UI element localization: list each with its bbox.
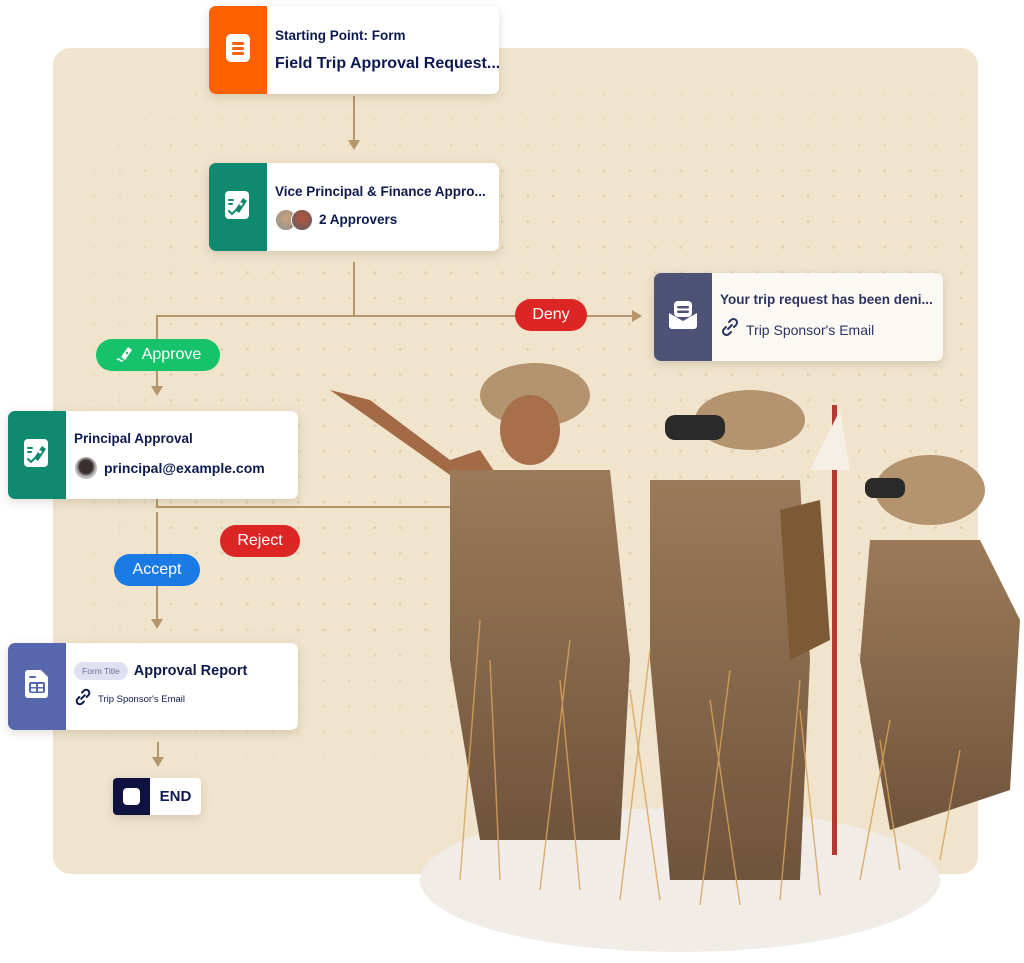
arrow-to-deny-email [632, 310, 642, 322]
approval-signature-icon [224, 189, 252, 226]
approver-avatars [275, 208, 313, 231]
connector-report-end [157, 742, 159, 758]
start-node-card[interactable]: Starting Point: Form Field Trip Approval… [209, 6, 499, 94]
link-icon [720, 317, 740, 342]
pen-nib-icon [115, 343, 135, 368]
vice-principal-approval-card[interactable]: Vice Principal & Finance Appro... 2 Appr… [209, 163, 499, 251]
stop-square-icon [123, 788, 140, 805]
reject-branch-badge[interactable]: Reject [220, 525, 300, 557]
vp-icon-panel [209, 163, 267, 251]
deny-email-title: Your trip request has been deni... [720, 292, 933, 307]
connector-vp-down [353, 262, 355, 316]
connector-principal-reject [156, 498, 158, 508]
arrow-to-principal [151, 386, 163, 396]
principal-icon-panel [8, 411, 66, 499]
approve-branch-badge[interactable]: Approve [96, 339, 220, 371]
arrow-to-vp [348, 140, 360, 150]
link-icon [74, 688, 92, 711]
avatar [291, 208, 313, 231]
approval-signature-icon [23, 437, 51, 474]
vp-node-title: Vice Principal & Finance Appro... [275, 183, 486, 199]
start-node-title: Field Trip Approval Request... [275, 54, 499, 72]
arrow-to-report [151, 619, 163, 629]
end-label: END [159, 788, 192, 805]
approval-report-card[interactable]: Form Title Approval Report Trip Sponsor'… [8, 643, 298, 730]
scouts-photo [330, 360, 1024, 958]
principal-email: principal@example.com [104, 459, 265, 476]
start-node-label: Starting Point: Form [275, 27, 406, 43]
report-title: Approval Report [133, 663, 248, 679]
connector-vp-left [157, 315, 355, 317]
connector-start-to-vp [353, 96, 355, 142]
avatar [74, 455, 98, 480]
email-envelope-icon [667, 299, 699, 336]
principal-node-title: Principal Approval [74, 430, 193, 446]
arrow-to-end [152, 757, 164, 767]
principal-approval-card[interactable]: Principal Approval principal@example.com [8, 411, 298, 499]
end-icon-panel [113, 778, 150, 815]
deny-branch-badge[interactable]: Deny [515, 299, 587, 331]
email-icon-panel [654, 273, 712, 361]
accept-label: Accept [132, 561, 182, 578]
start-node-icon-panel [209, 6, 267, 94]
form-icon [225, 33, 251, 68]
deny-email-card[interactable]: Your trip request has been deni... Trip … [654, 273, 943, 361]
form-title-tag: Form Title [74, 662, 128, 680]
connector-vp-right [353, 315, 633, 317]
connector-reject-line [156, 506, 456, 508]
approve-label: Approve [141, 346, 202, 363]
deny-label: Deny [532, 306, 570, 323]
deny-email-recipient: Trip Sponsor's Email [746, 321, 875, 338]
report-recipient: Trip Sponsor's Email [98, 694, 185, 705]
report-icon-panel [8, 643, 66, 730]
reject-label: Reject [237, 532, 283, 549]
approvers-count: 2 Approvers [319, 212, 398, 227]
end-node[interactable]: END [113, 778, 201, 815]
accept-branch-badge[interactable]: Accept [114, 554, 200, 586]
report-sheet-icon [24, 669, 50, 704]
